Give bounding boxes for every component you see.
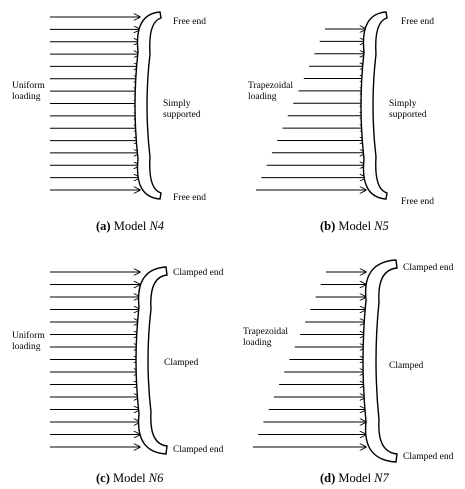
arrows-a (50, 17, 140, 190)
support-label-c: Clamped (164, 358, 199, 368)
panel-b: Trapezoidal loading Simply supported Fre… (248, 11, 434, 233)
support-label-d: Clamped (389, 361, 424, 371)
end-top-b: Free end (401, 17, 434, 27)
end-top-c: Clamped end (173, 268, 224, 278)
arrows-d (253, 272, 366, 447)
loading-label-b: Trapezoidal loading (248, 81, 295, 102)
caption-c: (c) Model N6 (96, 471, 164, 485)
support-label-b: Simply supported (389, 99, 427, 120)
end-top-a: Free end (173, 17, 206, 27)
panel-a: Uniform loading Simply supported Free en… (12, 11, 206, 233)
beam-b (360, 11, 388, 200)
end-bottom-a: Free end (173, 193, 206, 203)
loading-label-c: Uniform loading (12, 330, 47, 352)
end-bottom-c: Clamped end (173, 445, 224, 455)
arrows-b (256, 29, 366, 190)
loading-label-a: Uniform loading (12, 80, 47, 102)
caption-b: (b) Model N5 (320, 219, 389, 233)
panel-d: Trapezoidal loading Clamped Clamped end … (243, 259, 454, 485)
beam-c (135, 266, 168, 455)
end-bottom-d: Clamped end (403, 452, 454, 462)
end-bottom-b: Free end (401, 197, 434, 207)
support-label-a: Simply supported (163, 99, 201, 120)
caption-a: (a) Model N4 (96, 219, 164, 233)
loading-label-d: Trapezoidal loading (243, 327, 290, 348)
panel-c: Uniform loading Clamped Clamped end Clam… (12, 266, 224, 485)
caption-d: (d) Model N7 (320, 471, 390, 485)
beam-a (134, 11, 162, 200)
arrows-c (50, 272, 140, 447)
beam-d (362, 259, 398, 463)
end-top-d: Clamped end (403, 263, 454, 273)
